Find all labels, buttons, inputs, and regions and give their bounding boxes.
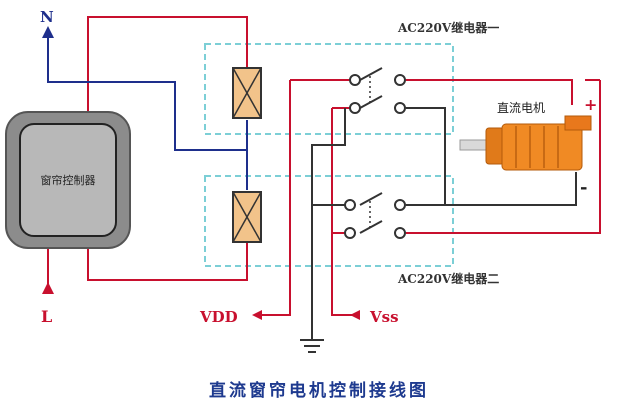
relay2-label: AC220V继电器二 <box>397 271 499 286</box>
vss-label: Vss <box>369 308 399 326</box>
relay1-coil <box>232 67 262 119</box>
relay1-boundary <box>204 43 454 135</box>
blue-wiring <box>47 35 248 190</box>
controller-label: 窗帘控制器 <box>41 173 96 187</box>
live-arrow <box>42 282 54 294</box>
relay1-contacts <box>349 67 406 114</box>
relay2-boundary <box>204 175 454 267</box>
dc-motor-icon <box>459 115 592 171</box>
minus-label: - <box>580 177 587 198</box>
live-label: L <box>41 307 52 326</box>
relay1-label: AC220V继电器一 <box>397 20 499 35</box>
vdd-arrow <box>252 310 262 320</box>
curtain-controller-icon <box>5 111 131 249</box>
relay2-contacts <box>344 192 406 239</box>
plus-label: + <box>584 95 597 114</box>
vdd-label: VDD <box>199 308 238 326</box>
ground-icon <box>300 339 324 353</box>
black-wiring <box>311 107 577 340</box>
neutral-arrow <box>42 26 54 38</box>
relay2-coil <box>232 191 262 243</box>
motor-label: 直流电机 <box>497 101 545 115</box>
vss-arrow <box>350 310 360 320</box>
neutral-label: N <box>40 8 54 26</box>
diagram-caption: 直流窗帘电机控制接线图 <box>209 380 429 401</box>
